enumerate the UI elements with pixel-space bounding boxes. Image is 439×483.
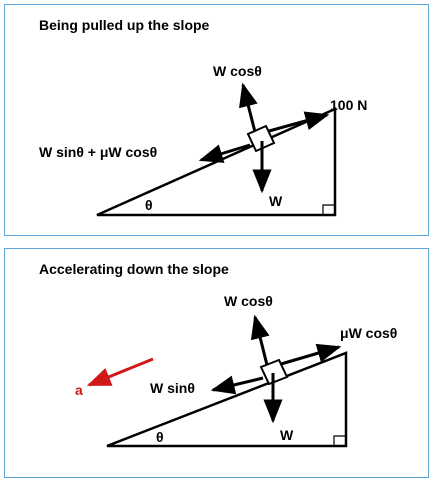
block [246, 124, 276, 153]
angle-label: θ [145, 197, 153, 213]
panel-pulled-up: Being pulled up the slope W cosθ 100 N W… [4, 4, 429, 236]
normal-force-arrow [250, 314, 270, 366]
accelerating-down-diagram: W cosθ μW cosθ W sinθ W θ a [75, 293, 397, 448]
normal-force-label: W cosθ [224, 293, 273, 309]
right-angle-marker [333, 435, 346, 446]
resistive-force-label: W sinθ + μW cosθ [39, 144, 157, 160]
acceleration-label: a [75, 382, 83, 398]
block [259, 358, 289, 386]
applied-force-label: 100 N [330, 97, 367, 113]
pulled-up-diagram: W cosθ 100 N W sinθ + μW cosθ W θ [39, 63, 367, 217]
panel-accelerating-down: Accelerating down the slope W cosθ μW co… [4, 248, 429, 478]
right-angle-marker [322, 204, 335, 215]
normal-force-label: W cosθ [213, 63, 262, 79]
friction-force-arrow [280, 343, 342, 366]
normal-force-arrow [239, 82, 258, 133]
weight-label: W [269, 193, 283, 209]
incline-triangle [106, 351, 348, 448]
weight-label: W [280, 427, 294, 443]
applied-force-arrow [268, 111, 330, 133]
friction-force-label: μW cosθ [340, 325, 397, 341]
panel-title: Being pulled up the slope [39, 17, 210, 33]
downslope-force-label: W sinθ [150, 380, 195, 396]
panel-title: Accelerating down the slope [39, 261, 229, 277]
incline-triangle [96, 107, 337, 217]
resistive-force-arrow [198, 143, 251, 163]
downslope-force-arrow [210, 375, 264, 395]
angle-label: θ [156, 429, 164, 445]
acceleration-arrow [86, 357, 154, 387]
